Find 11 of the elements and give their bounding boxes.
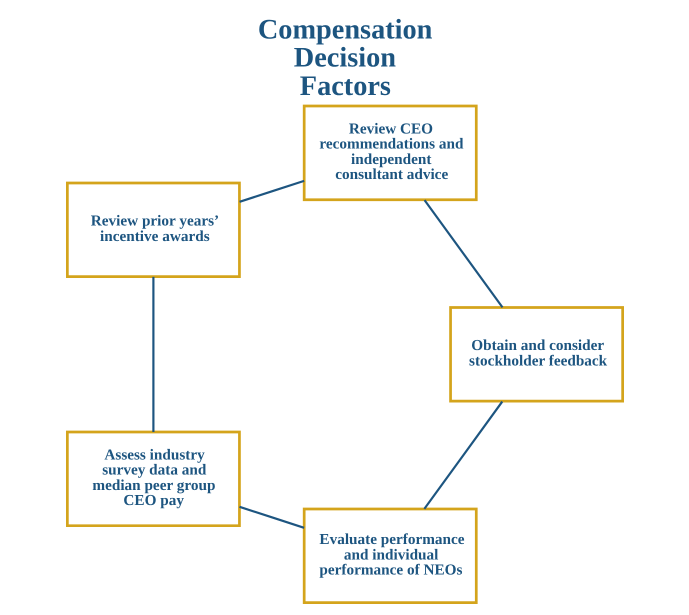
connector — [152, 276, 154, 432]
node-box: Evaluate performance and individual performance of NEOs — [302, 508, 478, 604]
diagram-title: Compensation Decision Factors — [257, 14, 432, 102]
node-box: Review CEO recommendations and independent consultant advice — [302, 104, 478, 202]
connector — [238, 506, 304, 529]
node-box: Obtain and consider stockholder feedback — [448, 306, 624, 403]
connector — [423, 199, 503, 308]
node-box: Review prior years’ incentive awards — [66, 182, 240, 278]
connector — [238, 180, 304, 203]
node-box: Assess industry survey data and median peer group CEO pay — [66, 430, 240, 528]
connector — [422, 400, 503, 510]
